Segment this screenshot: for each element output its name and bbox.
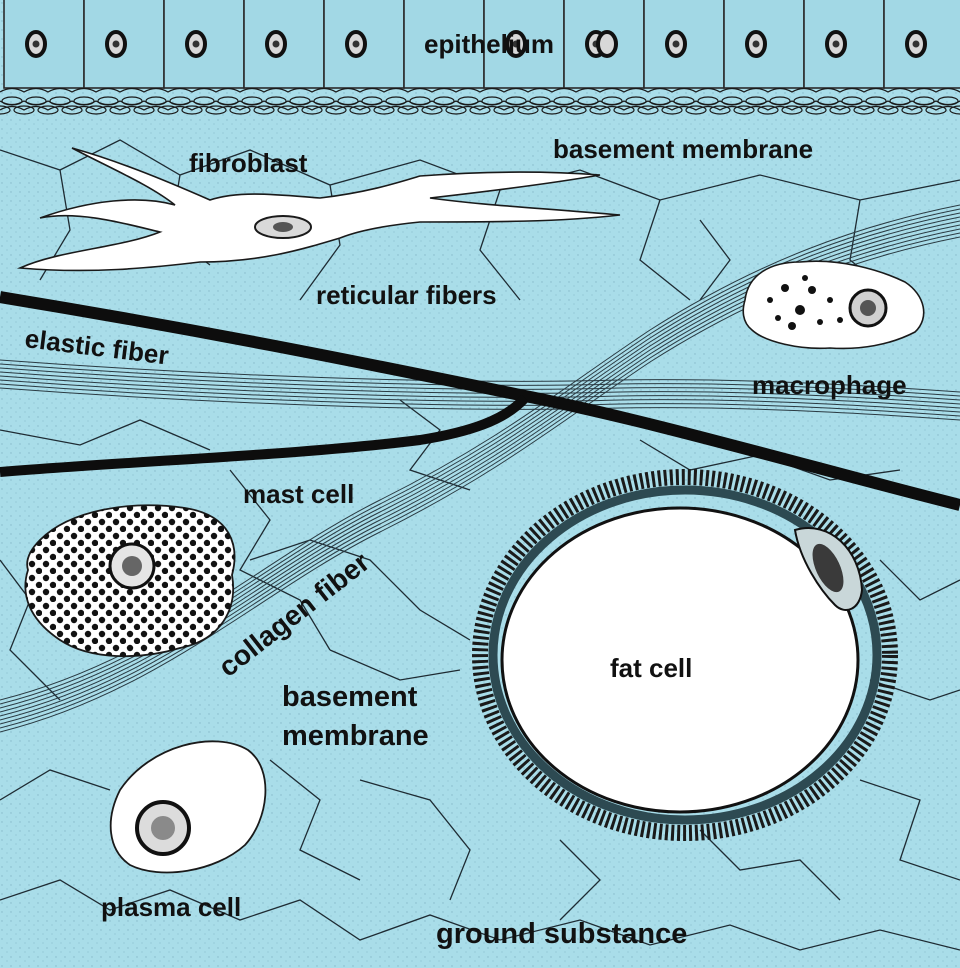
mast-cell [24,504,236,658]
epithelial-cell [83,0,165,89]
epithelium-layer [3,0,960,89]
epithelial-cell [323,0,405,89]
epithelial-cell [803,0,885,89]
label-plasma-cell: plasma cell [101,892,241,922]
epithelial-cell [243,0,325,89]
epithelial-cell [883,0,960,89]
label-macrophage: macrophage [752,370,907,400]
epithelial-cell [163,0,245,89]
label-reticular-fibers: reticular fibers [316,280,497,310]
label-basement-membrane-lower-line1: basement [282,681,418,713]
epithelial-cell [723,0,805,89]
macrophage-cell [742,260,925,350]
epithelial-cell [596,30,618,58]
label-mast-cell: mast cell [243,479,354,509]
label-basement-membrane-top: basement membrane [553,134,813,164]
epithelial-cell [3,0,85,89]
fat-cell [472,469,898,841]
epithelial-cell [643,0,725,89]
label-epithelium: epithelium [424,29,554,59]
elastic-fiber [0,291,960,511]
label-ground-substance: ground substance [436,918,687,950]
fibroblast-cell [16,147,621,272]
basement-membrane-band [0,87,960,115]
reticular-network [0,139,960,951]
label-basement-membrane-lower-line2: membrane [282,720,429,752]
label-fat-cell: fat cell [610,653,692,683]
label-fibroblast: fibroblast [189,148,308,178]
plasma-cell [109,740,267,874]
epithelial-cell [483,0,565,89]
